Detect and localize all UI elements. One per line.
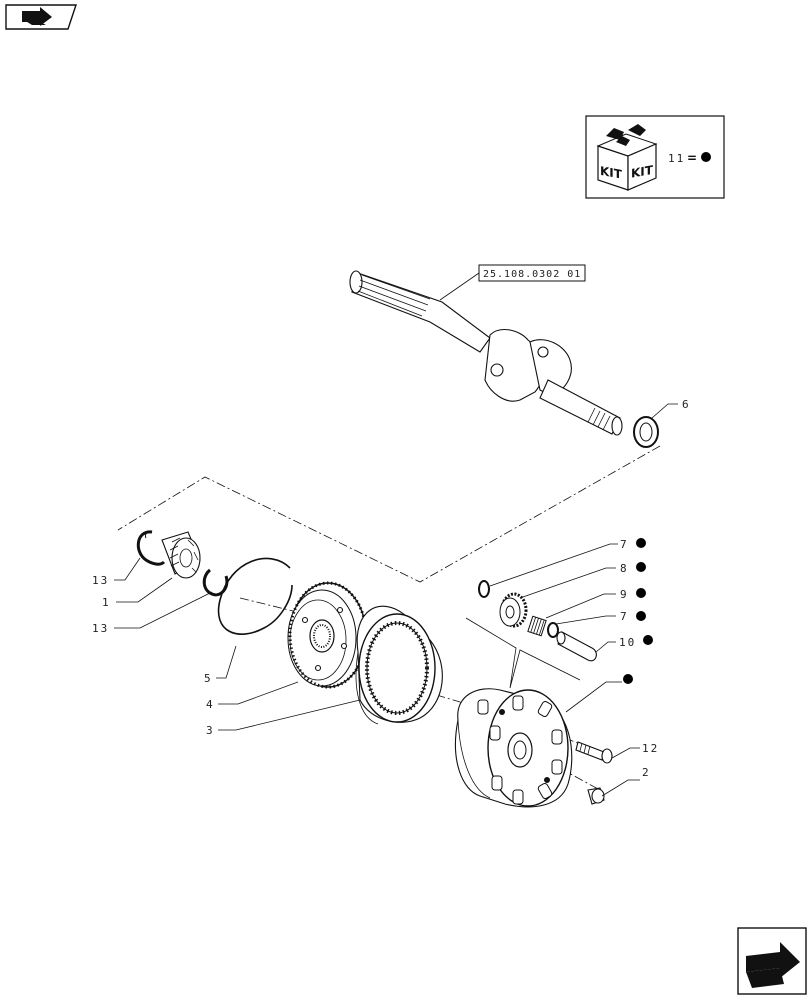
callout-9: 9	[620, 588, 629, 601]
planet-washer-top	[478, 580, 490, 598]
planet-washer-bottom	[547, 622, 559, 638]
callout-12: 12	[642, 742, 659, 755]
kit-dot-7-bottom	[636, 611, 646, 621]
callout-3: 3	[206, 724, 215, 737]
kit-label-left: KIT	[600, 164, 623, 182]
kit-dot-7-top	[636, 538, 646, 548]
back-arrow-icon[interactable]	[5, 4, 77, 30]
callout-5: 5	[204, 672, 213, 685]
kit-dot-10	[643, 635, 653, 645]
callout-2: 2	[642, 766, 651, 779]
axle-shaft	[349, 270, 623, 436]
planet-carrier	[454, 688, 573, 808]
kit-dot-carrier	[623, 674, 633, 684]
screw	[575, 741, 613, 764]
planet-gear	[499, 592, 528, 628]
callout-6: 6	[682, 398, 691, 411]
outer-ring-gear	[355, 605, 443, 725]
kit-label-right: KIT	[631, 163, 654, 181]
callout-13-bottom: 13	[92, 622, 109, 635]
next-arrow-icon[interactable]	[737, 927, 807, 995]
ring-gear-hub	[287, 581, 368, 689]
thrust-washer	[633, 416, 659, 448]
kit-dot-icon	[701, 152, 711, 162]
needle-bearing	[527, 615, 547, 637]
callout-7-top: 7	[620, 538, 629, 551]
reference-link[interactable]: 25.108.0302 01	[478, 264, 586, 282]
callout-8: 8	[620, 562, 629, 575]
kit-box-icon: KIT KIT	[596, 124, 658, 191]
callout-13-top: 13	[92, 574, 109, 587]
callout-1: 1	[102, 596, 111, 609]
retaining-ring	[217, 557, 293, 635]
kit-dot-9	[636, 588, 646, 598]
kit-dot-8	[636, 562, 646, 572]
kit-legend-number: 11	[668, 152, 685, 165]
callout-7-bottom: 7	[620, 610, 629, 623]
callout-10: 10	[619, 636, 636, 649]
kit-legend-equals: =	[687, 151, 697, 165]
reference-code: 25.108.0302 01	[483, 269, 581, 280]
planet-pin	[556, 631, 597, 662]
sun-gear	[161, 531, 201, 579]
plug	[587, 787, 605, 805]
kit-legend-box: KIT KIT 11 =	[585, 115, 725, 199]
callout-4: 4	[206, 698, 215, 711]
snap-ring-left	[136, 530, 166, 566]
